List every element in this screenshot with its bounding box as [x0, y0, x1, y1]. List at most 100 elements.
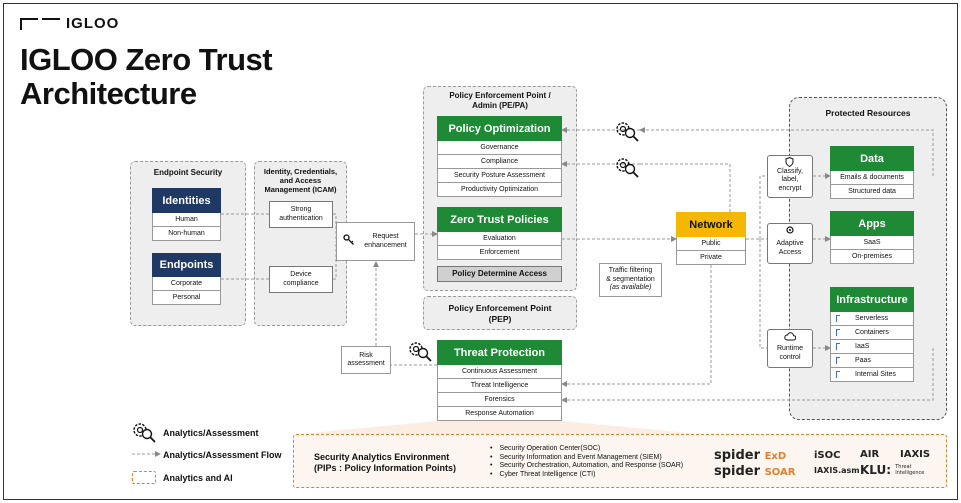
identities-row-human: Human — [152, 213, 221, 227]
infra-row-internal: Internal Sites — [830, 368, 914, 382]
infra-row-containers: Containers — [830, 326, 914, 340]
identities-row-nonhuman: Non-human — [152, 227, 221, 241]
infra-serverless-label: Serverless — [855, 315, 889, 322]
brand-klu-name: KLU: — [860, 463, 892, 477]
traffic-note-line2: & segmentation — [606, 275, 655, 283]
zero-trust-row-evaluation: Evaluation — [437, 232, 562, 246]
analytics-gear-icon-3 — [409, 342, 432, 362]
apps-header: Apps — [830, 211, 914, 236]
shield-icon — [785, 157, 794, 167]
infrastructure-header: Infrastructure — [830, 287, 914, 312]
image-frame — [3, 3, 958, 500]
pep-title: Policy Enforcement Point (PEP) — [448, 303, 552, 324]
adaptive-access-box: Adaptive Access — [767, 223, 813, 264]
brand-spider-soar: spider SOAR — [714, 464, 795, 479]
analytics-gear-icon-1 — [616, 122, 639, 142]
endpoint-security-title: Endpoint Security — [153, 168, 223, 177]
identities-header: Identities — [152, 188, 221, 213]
brand-klu-sub: Threat Intelligence — [895, 464, 925, 476]
endpoints-row-corporate: Corporate — [152, 277, 221, 291]
legend-gear-icon — [133, 423, 156, 443]
runtime-control-label: Runtime control — [776, 345, 804, 361]
sae-title-line1: Security Analytics Environment — [314, 452, 450, 462]
brand-soar: SOAR — [764, 467, 796, 478]
device-compliance-box: Device compliance — [269, 266, 333, 293]
server-icon — [836, 357, 840, 364]
brand-spider-exd-name: spider — [714, 448, 761, 463]
igloo-logo: IGLOO — [20, 14, 130, 34]
data-header: Data — [830, 146, 914, 171]
infra-row-serverless: Serverless — [830, 312, 914, 326]
runtime-control-box: Runtime control — [767, 329, 813, 368]
icam-panel: Identity, Credentials, and Access Manage… — [254, 161, 347, 326]
threat-protection-header: Threat Protection — [437, 340, 562, 365]
sae-item-siem: Security Information and Event Managemen… — [490, 454, 683, 463]
server-icon — [836, 343, 840, 350]
page-title: IGLOO Zero Trust Architecture — [20, 43, 273, 111]
sae-item-soar: Security Orchestration, Automation, and … — [490, 462, 683, 471]
key-icon — [343, 234, 354, 245]
legend-flow-label: Analytics/Assessment Flow — [163, 450, 282, 460]
threat-row-continuous: Continuous Assessment — [437, 365, 562, 379]
traffic-filtering-note: Traffic filtering & segmentation (as ava… — [599, 263, 662, 297]
sae-item-soc: Security Operation Center(SOC) — [490, 445, 683, 454]
brand-air: AIR — [860, 449, 880, 460]
data-row-structured: Structured data — [830, 185, 914, 199]
apps-row-saas: SaaS — [830, 236, 914, 250]
analytics-gear-icon-2 — [616, 158, 639, 178]
strong-authentication-box: Strong authentication — [269, 201, 333, 228]
endpoints-header: Endpoints — [152, 253, 221, 277]
traffic-note-line3: (as available) — [609, 284, 652, 292]
logo-text: IGLOO — [66, 15, 120, 32]
security-analytics-environment: Security Analytics Environment (PIPs : P… — [293, 434, 947, 488]
igloo-logo-icon — [20, 18, 60, 30]
request-enhancement-box: Request enhancement — [336, 222, 415, 261]
brand-isoc: iSOC — [814, 450, 841, 461]
risk-assessment-box: Risk assessment — [341, 346, 391, 374]
zero-trust-row-enforcement: Enforcement — [437, 246, 562, 260]
brand-iaxis-asm: IAXIS.asm — [814, 466, 860, 475]
threat-row-response: Response Automation — [437, 407, 562, 421]
network-header: Network — [676, 212, 746, 237]
pepa-title: Policy Enforcement Point / Admin (PE/PA) — [449, 91, 551, 110]
brand-klu: KLU: Threat Intelligence — [860, 463, 925, 477]
brand-spider-exd: spider ExD — [714, 448, 786, 463]
zero-trust-policies-header: Zero Trust Policies — [437, 207, 562, 232]
legend-ai-label: Analytics and AI — [163, 473, 233, 483]
legend-analytics-label: Analytics/Assessment — [163, 428, 259, 438]
policy-determine-access-box: Policy Determine Access — [437, 266, 562, 282]
infra-internal-label: Internal Sites — [855, 371, 896, 378]
request-enhancement-label: Request enhancement — [364, 233, 407, 249]
policy-optimization-row-posture: Security Posture Assessment — [437, 169, 562, 183]
brand-exd: ExD — [764, 451, 787, 462]
server-icon — [836, 315, 840, 322]
cloud-icon — [784, 332, 796, 341]
apps-row-onprem: On-premises — [830, 250, 914, 264]
infra-paas-label: Paas — [855, 357, 871, 364]
server-icon — [836, 371, 840, 378]
infra-row-paas: Paas — [830, 354, 914, 368]
brand-spider-soar-name: spider — [714, 464, 761, 479]
protected-resources-title: Protected Resources — [825, 108, 911, 118]
sae-list: Security Operation Center(SOC) Security … — [490, 445, 683, 480]
server-icon — [836, 329, 840, 336]
pep-panel: Policy Enforcement Point (PEP) — [423, 296, 577, 330]
classify-label: Classify, label, encrypt — [777, 167, 803, 192]
sae-title-line2: (PIPs : Policy Information Points) — [314, 463, 457, 473]
brand-iaxis: IAXIS — [900, 449, 931, 460]
settings-icon — [786, 226, 794, 234]
sae-title: Security Analytics Environment (PIPs : P… — [314, 452, 456, 474]
adaptive-access-label: Adaptive Access — [776, 240, 804, 256]
infra-iaas-label: IaaS — [855, 343, 870, 350]
network-row-public: Public — [676, 237, 746, 251]
icam-title: Identity, Credentials, and Access Manage… — [263, 167, 338, 194]
network-row-private: Private — [676, 251, 746, 265]
legend-ai-swatch — [132, 471, 156, 484]
policy-optimization-header: Policy Optimization — [437, 116, 562, 141]
endpoints-row-personal: Personal — [152, 291, 221, 305]
classify-box: Classify, label, encrypt — [767, 155, 813, 198]
infra-containers-label: Containers — [855, 329, 889, 336]
sae-item-cti: Cyber Threat Intelligence (CTI) — [490, 471, 683, 480]
policy-optimization-row-governance: Governance — [437, 141, 562, 155]
